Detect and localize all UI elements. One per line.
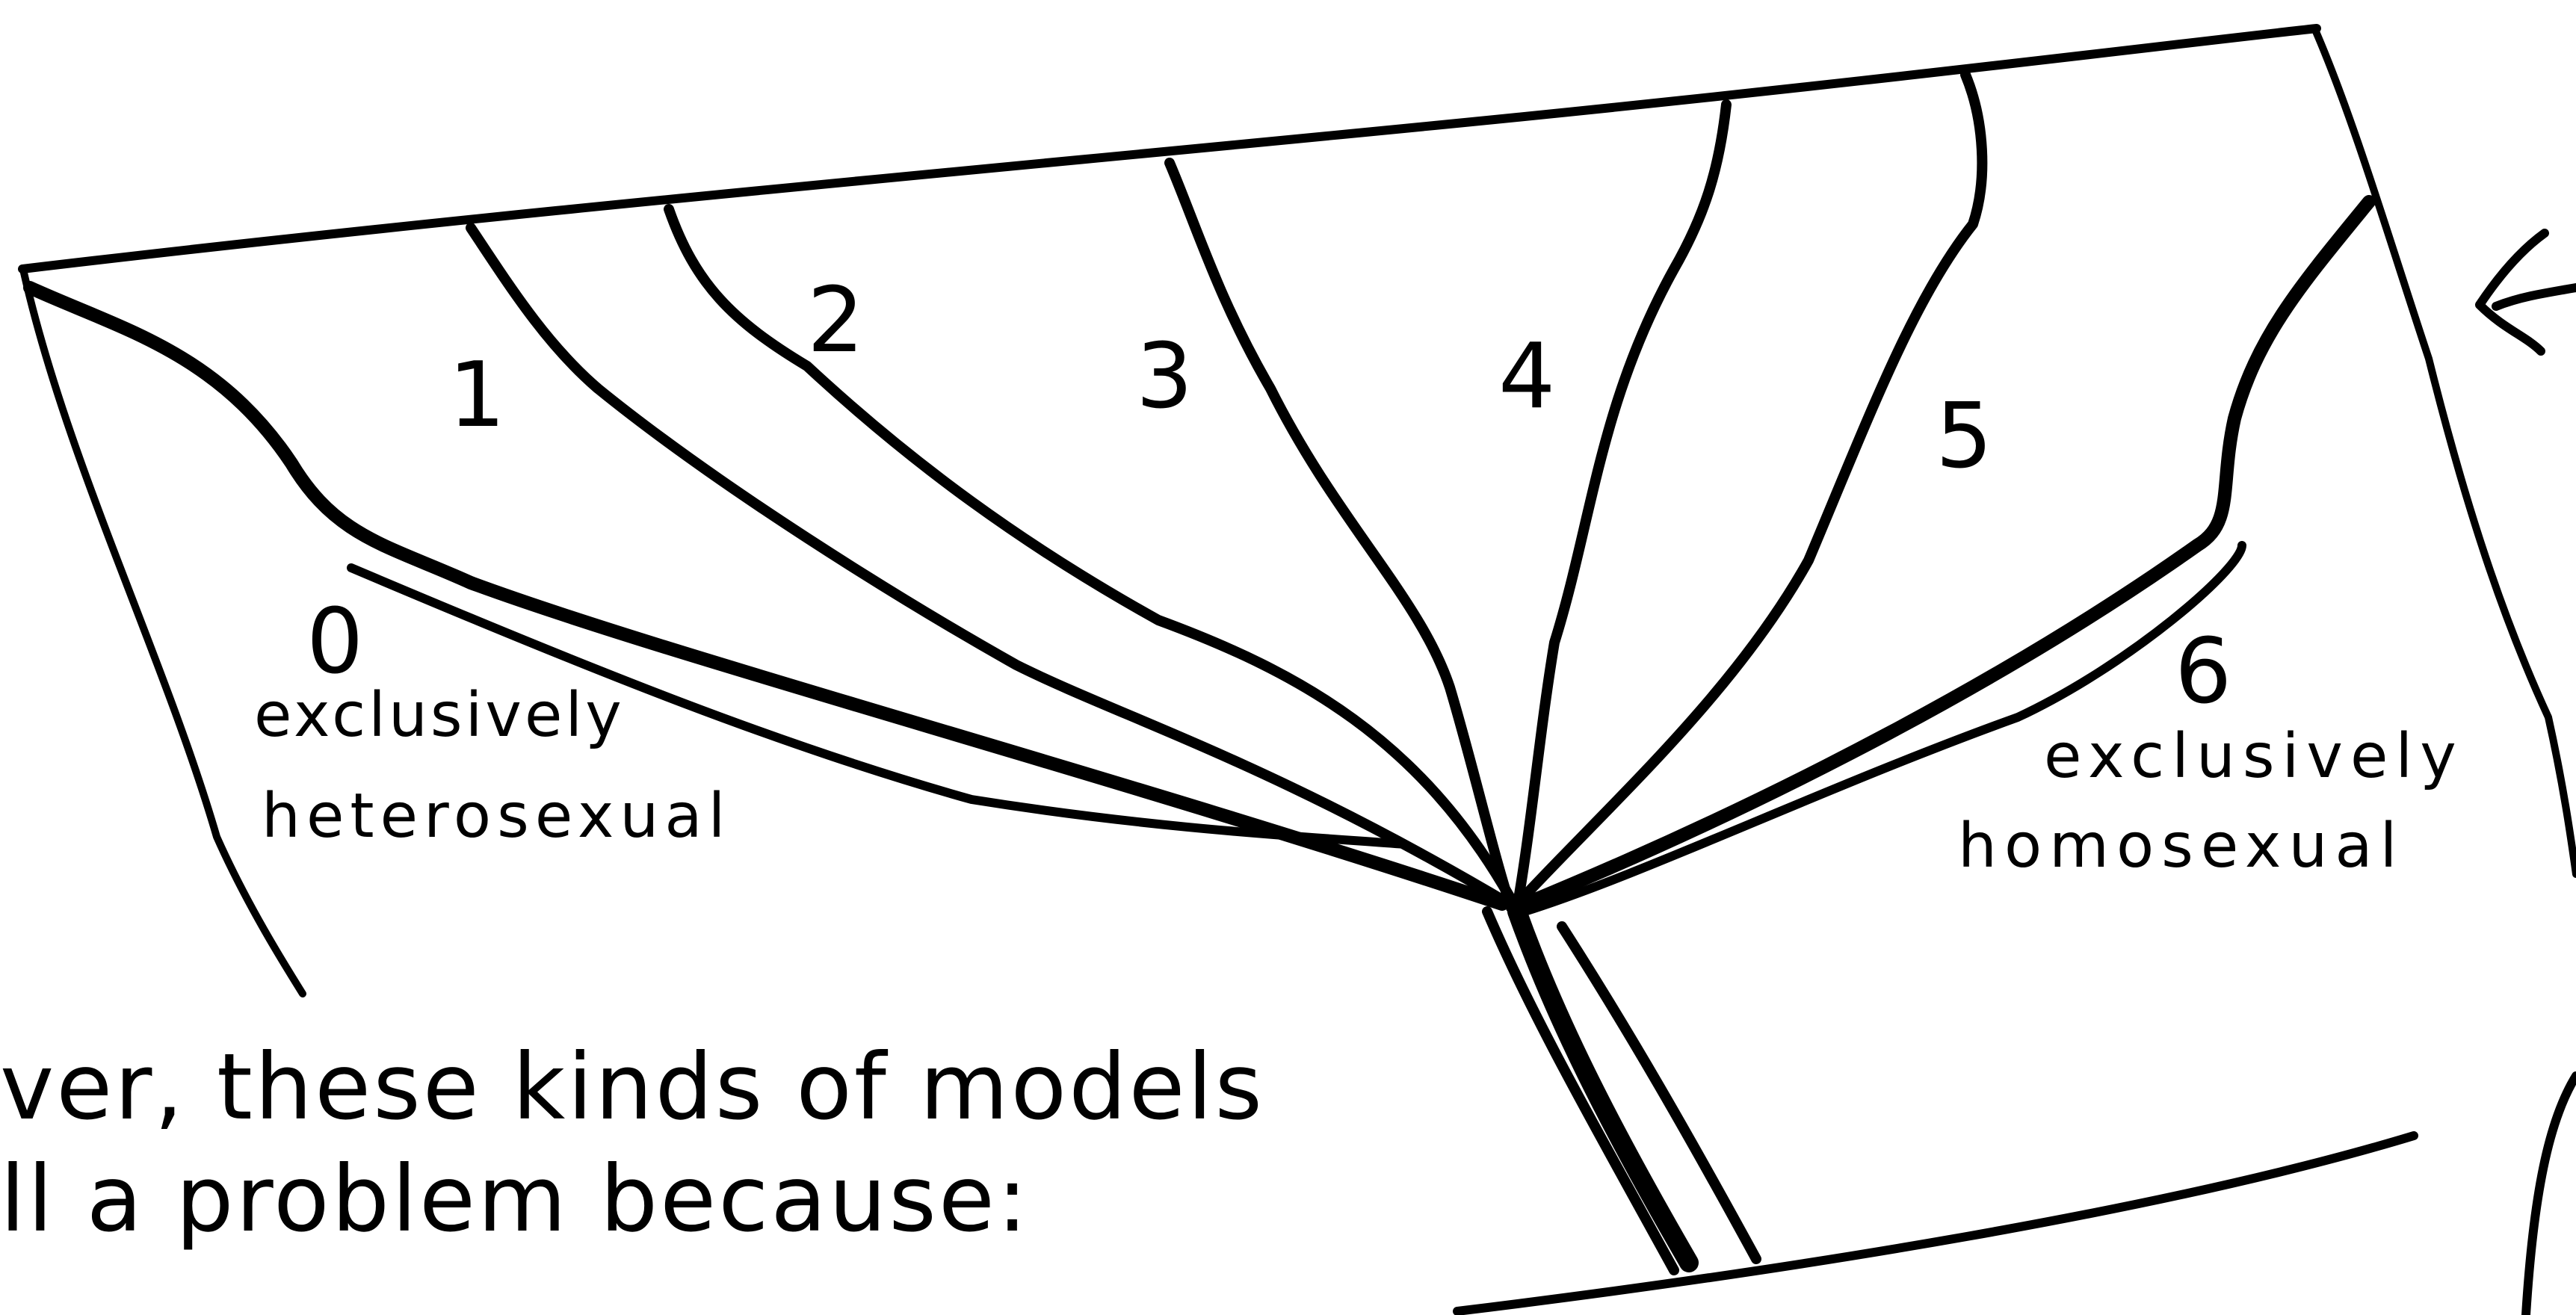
scale-label-3: 3 [1136, 325, 1193, 429]
divider-0 [23, 281, 1509, 911]
caption-line-2: ll a problem because: [0, 1146, 1031, 1252]
scale-label-4: 4 [1498, 325, 1555, 429]
divider-6 [1518, 195, 2376, 911]
left-caption-line1: exclusively [254, 680, 625, 751]
divider-4 [1512, 99, 1732, 913]
scale-label-5: 5 [1936, 385, 1992, 489]
fan-left-edge [20, 269, 306, 997]
decorative-stroke [2521, 1071, 2576, 1315]
scale-label-1: 1 [448, 344, 505, 448]
right-caption-line1: exclusively [2044, 721, 2464, 792]
divider-0-lower [347, 563, 1409, 849]
fan-top-edge [18, 24, 2321, 273]
slide-caption: ver, these kinds of models ll a problem … [0, 1031, 1264, 1255]
trunk-mid [1507, 902, 1699, 1272]
trunk-left-edge [1482, 906, 1679, 1275]
divider-2 [664, 204, 1515, 902]
divider-5 [1512, 69, 1988, 909]
scale-label-0: 0 [306, 590, 363, 694]
arrow-pointer-icon [2475, 229, 2576, 356]
divider-6-lower [1520, 541, 2246, 916]
right-caption-line2: homosexual [1958, 811, 2404, 882]
caption-line-1: ver, these kinds of models [0, 1034, 1265, 1140]
left-caption-line2: heterosexual [262, 781, 731, 852]
band-dividers [23, 69, 2376, 916]
scale-label-2: 2 [807, 269, 864, 373]
divider-3 [1164, 158, 1516, 913]
trunk [1453, 902, 2418, 1315]
divider-1 [466, 223, 1515, 909]
ground-line [1453, 1131, 2418, 1315]
scale-label-6: 6 [2175, 620, 2231, 724]
fan-right-edge [2311, 26, 2576, 878]
trunk-right-edge [1557, 921, 1761, 1264]
